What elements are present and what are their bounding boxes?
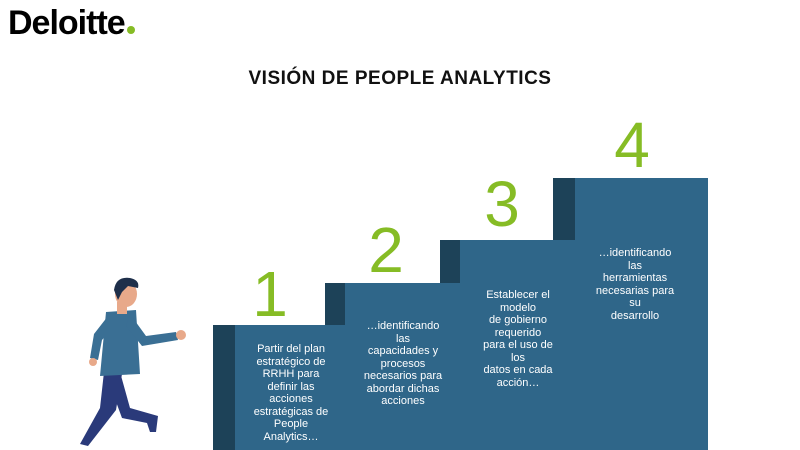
person-back-hand: [89, 358, 97, 366]
step-3-number: 3: [484, 168, 520, 240]
person-front-arm: [126, 314, 178, 346]
step-4-text: …identificando las herramientas necesari…: [595, 247, 675, 322]
person-hair: [114, 277, 139, 300]
logo-dot-icon: [126, 26, 135, 34]
logo-text: Deloitte: [8, 4, 126, 42]
step-1-shadow: [213, 325, 235, 450]
step-3-text: Establecer el modelo de gobierno requeri…: [483, 289, 553, 389]
walking-person-illustration: [80, 277, 186, 446]
step-1-text: Partir del plan estratégico de RRHH para…: [253, 343, 329, 443]
step-3-block: [460, 240, 575, 450]
step-2-block: [345, 283, 460, 450]
person-back-leg: [108, 372, 158, 432]
person-back-arm: [90, 316, 114, 360]
step-1-number: 1: [252, 258, 288, 330]
step-4-block: [575, 178, 708, 450]
person-neck: [117, 302, 127, 314]
step-2-text: …identificando las capacidades y proceso…: [363, 320, 443, 407]
page-title: VISIÓN DE PEOPLE ANALYTICS: [248, 68, 552, 89]
deloitte-logo: Deloitte: [8, 6, 135, 40]
person-front-leg: [80, 372, 122, 446]
step-4-shadow: [553, 178, 575, 240]
step-2-number: 2: [368, 214, 404, 286]
step-4-number: 4: [614, 109, 650, 181]
step-1-block: [235, 325, 345, 450]
step-2-shadow: [325, 283, 347, 325]
person-front-hand: [176, 330, 186, 340]
step-3-shadow: [440, 240, 462, 283]
